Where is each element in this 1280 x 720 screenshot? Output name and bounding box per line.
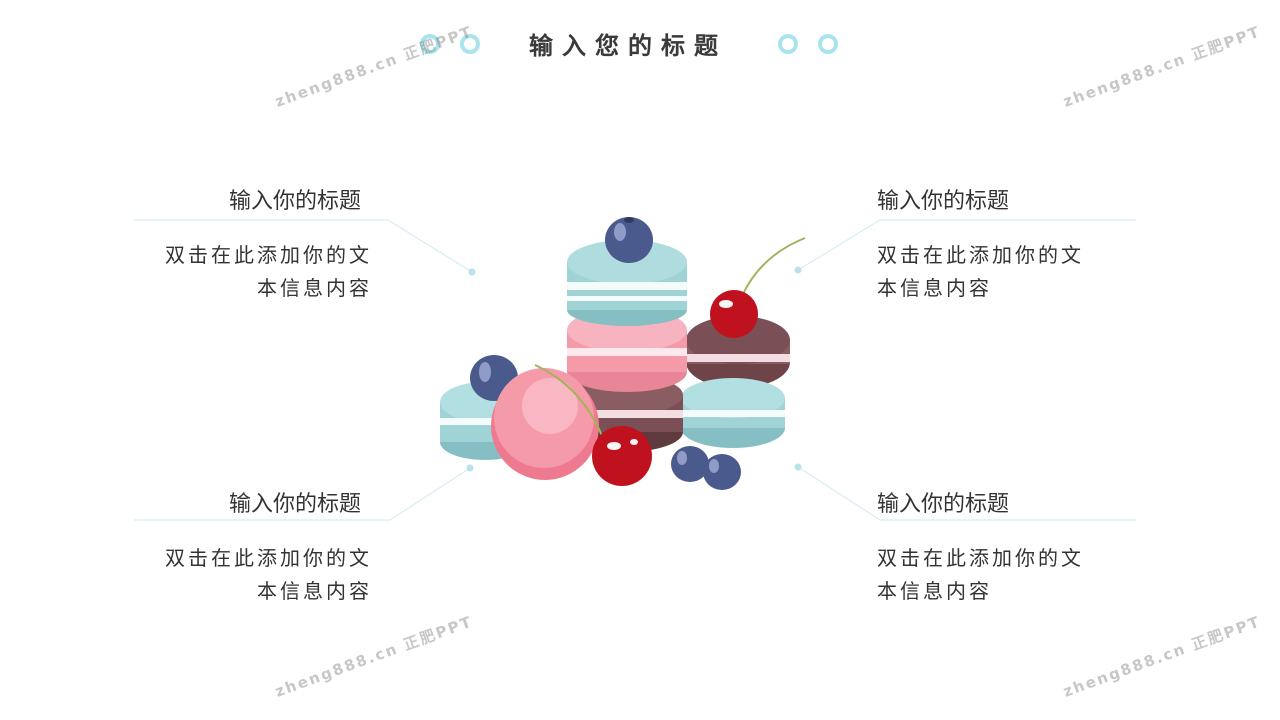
block-text-line: 双击在此添加你的文 [877, 546, 1084, 570]
mint-macaron-top [567, 240, 687, 326]
connector-line-top-left [134, 219, 473, 273]
pink-macaron-center [567, 308, 687, 392]
connector-line-top-right [797, 219, 1136, 271]
block-text-line: 本信息内容 [877, 276, 992, 300]
block-text-top-right[interactable]: 双击在此添加你的文 本信息内容 [877, 239, 1117, 305]
block-text-line: 双击在此添加你的文 [165, 243, 372, 267]
block-text-bottom-left[interactable]: 双击在此添加你的文 本信息内容 [132, 542, 372, 608]
pink-macaron-front [491, 368, 599, 480]
block-text-bottom-right[interactable]: 双击在此添加你的文 本信息内容 [877, 542, 1117, 608]
ring-decoration-icon [778, 34, 798, 54]
brown-macaron-right [686, 316, 790, 388]
slide-title[interactable]: 输入您的标题 [529, 32, 727, 60]
block-title-top-right[interactable]: 输入你的标题 [877, 189, 1010, 214]
connector-line-bottom-left [134, 467, 471, 521]
block-title-top-left[interactable]: 输入你的标题 [229, 189, 362, 214]
block-text-line: 本信息内容 [257, 579, 372, 603]
connector-dot [794, 463, 802, 471]
connector-dot [468, 268, 476, 276]
block-text-top-left[interactable]: 双击在此添加你的文 本信息内容 [132, 239, 372, 305]
block-title-bottom-left[interactable]: 输入你的标题 [229, 492, 362, 517]
ring-decoration-icon [420, 34, 440, 54]
block-text-line: 本信息内容 [257, 276, 372, 300]
block-title-bottom-right[interactable]: 输入你的标题 [877, 492, 1010, 517]
connector-line-bottom-right [797, 466, 1136, 521]
blueberry-top [605, 217, 653, 263]
blueberry-small-pair [671, 446, 741, 490]
header: 输入您的标题 [0, 22, 1280, 66]
ring-decoration-icon [460, 34, 480, 54]
block-text-line: 双击在此添加你的文 [165, 546, 372, 570]
block-text-line: 本信息内容 [877, 579, 992, 603]
block-text-line: 双击在此添加你的文 [877, 243, 1084, 267]
cherry-front [534, 364, 652, 486]
mint-macaron-right [681, 378, 785, 448]
cherry-top-right [710, 237, 806, 338]
connector-dot [794, 266, 802, 274]
connector-dot [466, 464, 474, 472]
ring-decoration-icon [818, 34, 838, 54]
macaron-stack-illustration [440, 217, 806, 490]
